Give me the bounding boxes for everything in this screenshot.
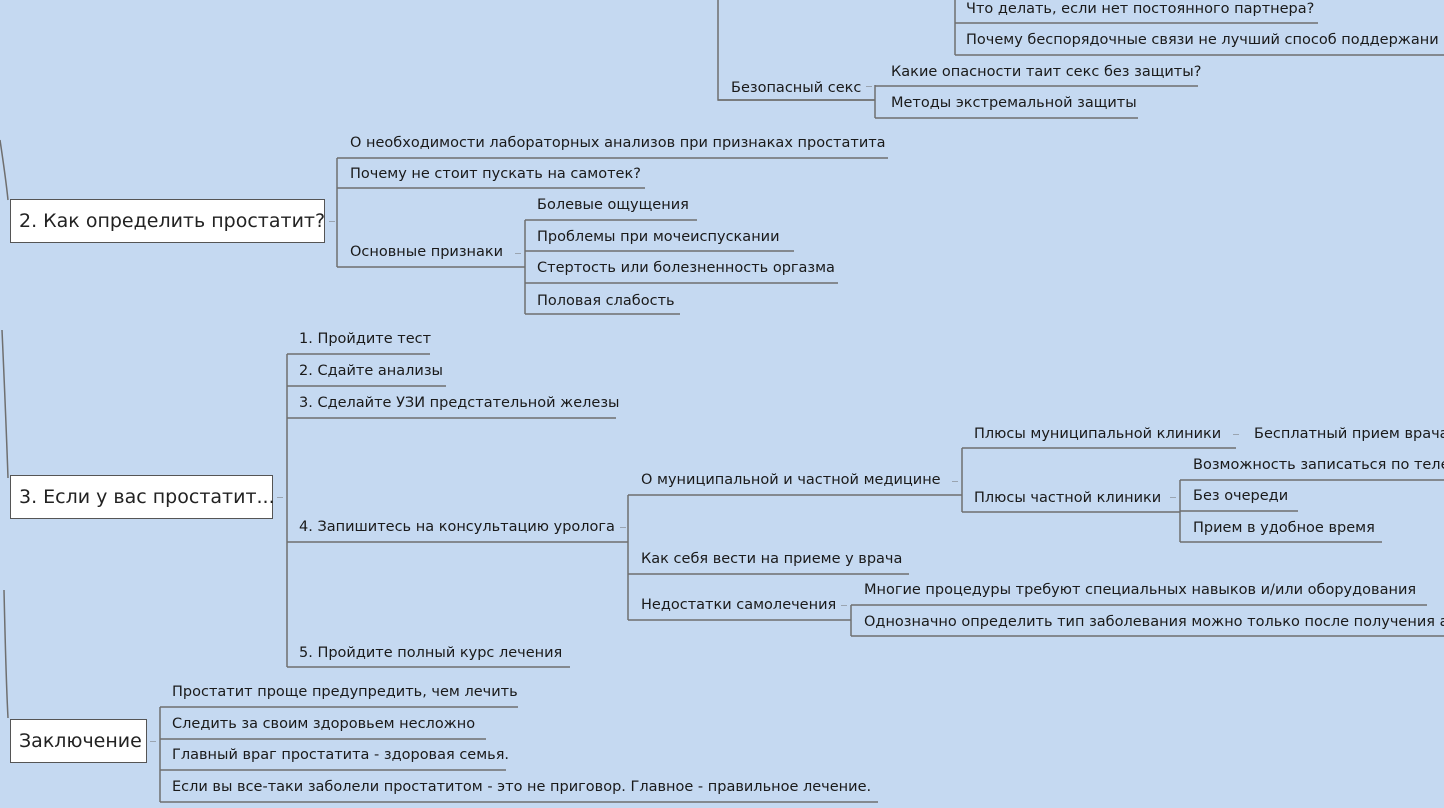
node-municipal-plus[interactable]: Бесплатный прием врача (1254, 426, 1444, 442)
node-partner-1[interactable]: Что делать, если нет постоянного партнер… (966, 1, 1315, 17)
node-step-5[interactable]: 5. Пройдите полный курс лечения (299, 645, 563, 661)
node-private-3[interactable]: Прием в удобное время (1193, 520, 1375, 536)
node-s2-item-2[interactable]: Почему не стоит пускать на самотек? (350, 166, 641, 182)
node-safe-2[interactable]: Методы экстремальной защиты (891, 95, 1137, 111)
collapse-dash[interactable] (1233, 434, 1239, 435)
node-s2-item-1[interactable]: О необходимости лабораторных анализов пр… (350, 135, 886, 151)
node-concl-2[interactable]: Следить за своим здоровьем несложно (172, 716, 476, 732)
collapse-dash[interactable] (841, 605, 847, 606)
node-sign-2[interactable]: Проблемы при мочеиспускании (537, 229, 780, 245)
collapse-dash[interactable] (1170, 497, 1176, 498)
collapse-dash[interactable] (952, 481, 958, 482)
node-sign-1[interactable]: Болевые ощущения (537, 197, 689, 213)
collapse-dash[interactable] (620, 527, 626, 528)
collapse-dash[interactable] (277, 497, 283, 498)
node-step-2[interactable]: 2. Сдайте анализы (299, 363, 443, 379)
node-concl-1[interactable]: Простатит проще предупредить, чем лечить (172, 684, 518, 700)
node-step-4[interactable]: 4. Запишитесь на консультацию уролога (299, 519, 615, 535)
collapse-dash[interactable] (329, 221, 335, 222)
node-clinic-municipal[interactable]: Плюсы муниципальной клиники (974, 426, 1222, 442)
node-safe-sex[interactable]: Безопасный секс (731, 80, 862, 96)
node-private-2[interactable]: Без очереди (1193, 488, 1289, 504)
node-private-1[interactable]: Возможность записаться по теле (1193, 457, 1444, 473)
node-sign-4[interactable]: Половая слабость (537, 293, 675, 309)
node-partner-2[interactable]: Почему беспорядочные связи не лучший спо… (966, 32, 1439, 48)
node-step-3[interactable]: 3. Сделайте УЗИ предстательной железы (299, 395, 620, 411)
node-consult-3[interactable]: Недостатки самолечения (641, 597, 837, 613)
collapse-dash[interactable] (150, 741, 156, 742)
node-sign-3[interactable]: Стертость или болезненность оргазма (537, 260, 835, 276)
node-concl-4[interactable]: Если вы все-таки заболели простатитом - … (172, 779, 872, 795)
node-safe-1[interactable]: Какие опасности таит секс без защиты? (891, 64, 1202, 80)
conclusion-box[interactable]: Заключение (10, 719, 147, 763)
node-clinic-private[interactable]: Плюсы частной клиники (974, 490, 1162, 506)
node-concl-3[interactable]: Главный враг простатита - здоровая семья… (172, 747, 510, 763)
node-self-1[interactable]: Многие процедуры требуют специальных нав… (864, 582, 1417, 598)
collapse-dash[interactable] (866, 86, 872, 87)
node-consult-1[interactable]: О муниципальной и частной медицине (641, 472, 941, 488)
section-2-box[interactable]: 2. Как определить простатит? (10, 199, 325, 243)
section-3-box[interactable]: 3. Если у вас простатит... (10, 475, 275, 519)
collapse-dash[interactable] (515, 253, 521, 254)
node-self-2[interactable]: Однозначно определить тип заболевания мо… (864, 614, 1444, 630)
node-step-1[interactable]: 1. Пройдите тест (299, 331, 432, 347)
node-s2-item-3[interactable]: Основные признаки (350, 244, 504, 260)
node-consult-2[interactable]: Как себя вести на приеме у врача (641, 551, 903, 567)
